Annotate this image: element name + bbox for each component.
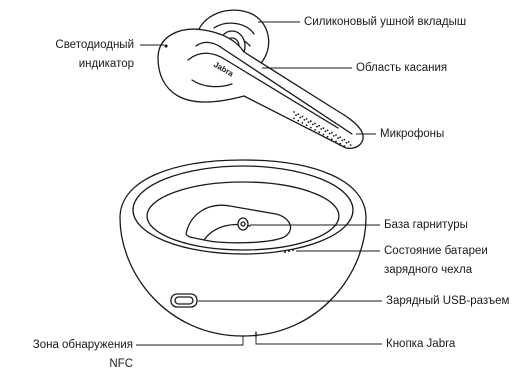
mic-grille-dot — [314, 123, 316, 125]
mic-grille-dot — [337, 137, 339, 139]
led-indicator-dot — [164, 44, 167, 47]
label-usb-port: Зарядный USB-разъем — [386, 293, 509, 309]
label-case-battery-line1: Состояние батареи — [384, 243, 488, 259]
mic-grille-dot — [323, 134, 325, 136]
headset: Jabra — [158, 10, 363, 149]
label-case-battery-line2: зарядного чехла — [384, 262, 472, 278]
mic-grille-dot — [308, 121, 310, 123]
mic-grille-dot — [316, 126, 318, 128]
mic-grille-dot — [331, 138, 333, 140]
mic-grille-dot — [327, 136, 329, 138]
mic-grille-dot — [348, 141, 350, 143]
mic-grille-dot — [318, 125, 320, 127]
mic-grille-dot — [335, 134, 337, 136]
mic-grille-dot — [306, 124, 308, 126]
mic-grille-dot — [304, 119, 306, 121]
mic-grille-dot — [314, 129, 316, 131]
mic-grille-dot — [306, 118, 308, 120]
mic-grille-dot — [335, 141, 337, 143]
label-silicone-eargel: Силиконовый ушной вкладыш — [304, 14, 466, 30]
label-jabra-button: Кнопка Jabra — [386, 336, 455, 352]
mic-grille-dot — [299, 117, 301, 119]
charging-case — [120, 160, 366, 337]
mic-grille-dot — [327, 130, 329, 132]
mic-grille-dot — [344, 139, 346, 141]
mic-grille-dot — [293, 118, 295, 120]
mic-grille-dot — [329, 133, 331, 135]
mic-grille-dot — [310, 127, 312, 129]
mic-grille-dot — [295, 114, 297, 116]
mic-grille-dot — [323, 127, 325, 129]
mic-grille-dot — [348, 147, 350, 149]
mic-grille-dot — [346, 142, 348, 144]
label-headset-base: База гарнитуры — [384, 217, 468, 233]
mic-grille-dot — [339, 136, 341, 138]
mic-grille-dot — [331, 132, 333, 134]
mic-grille-dot — [297, 120, 299, 122]
mic-grille-dot — [325, 130, 327, 132]
mic-grille-dot — [333, 135, 335, 137]
mic-grille-dot — [310, 120, 312, 122]
label-touch-area: Область касания — [356, 60, 447, 76]
mic-grille-dot — [344, 145, 346, 147]
label-led-indicator-line2: индикатор — [79, 56, 134, 72]
mic-grille-dot — [302, 116, 304, 118]
mic-grille-dot — [302, 122, 304, 124]
mic-grille-dot — [297, 113, 299, 115]
mic-grille-dot — [350, 144, 352, 146]
mic-grille-dot — [293, 111, 295, 113]
label-led-indicator-line1: Светодиодный — [55, 37, 134, 53]
mic-grille-dot — [320, 128, 322, 130]
label-nfc-zone-line2: NFC — [109, 356, 133, 372]
mic-grille-dot — [341, 140, 343, 142]
label-nfc-zone-line1: Зона обнаружения — [33, 337, 133, 353]
label-microphones: Микрофоны — [380, 126, 444, 142]
mic-grille-dot — [339, 143, 341, 145]
mic-grille-dot — [318, 131, 320, 133]
mic-grille-dot — [312, 124, 314, 126]
